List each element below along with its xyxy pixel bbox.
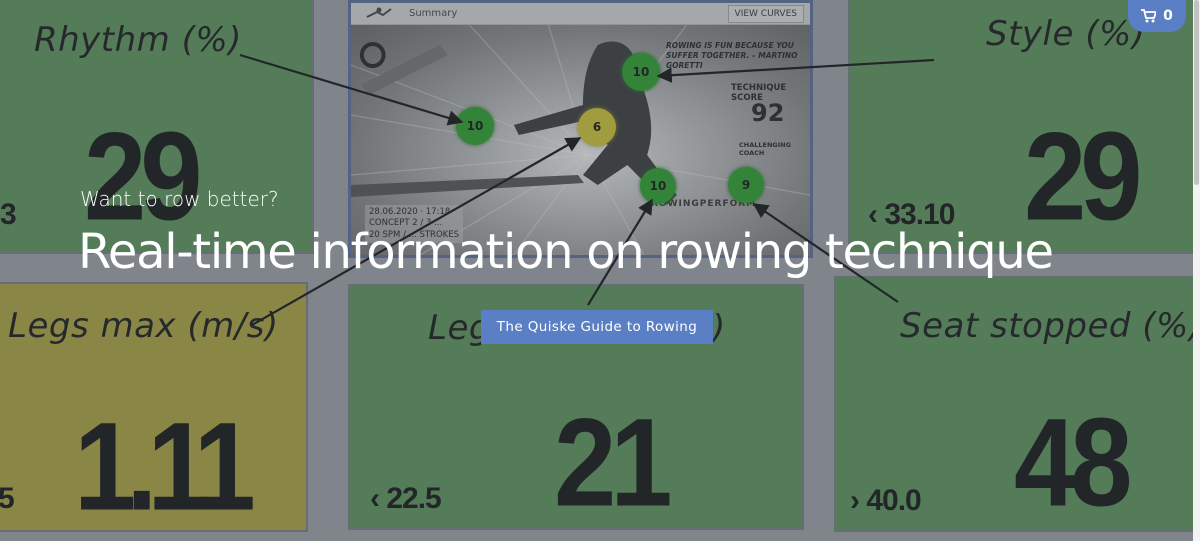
view-curves-button[interactable]: VIEW CURVES — [727, 5, 804, 23]
technique-score-value: 92 — [751, 99, 785, 127]
legs-center-tile-sub: ‹ 22.5 — [370, 482, 442, 515]
technique-dot-seat: 9 — [728, 167, 764, 203]
shopping-cart-icon — [1141, 9, 1157, 23]
rhythm-tile-sub: 3 — [0, 198, 17, 231]
hero-tagline: Want to row better? — [80, 187, 279, 211]
rower-logo-icon — [365, 6, 393, 21]
hero-headline: Real-time information on rowing techniqu… — [78, 224, 1054, 280]
style-tile-title: Style (%) — [986, 14, 1146, 54]
technique-dot-legs-max: 6 — [578, 108, 616, 146]
coach-label: CHALLENGING COACH — [739, 141, 791, 157]
legs-center-tile-value: 21 — [554, 392, 673, 533]
legs-max-tile: Legs max (m/s) 1.11 5 — [0, 282, 308, 532]
legs-max-tile-value: 1.11 — [74, 396, 256, 537]
app-quote: ROWING IS FUN BECAUSE YOU SUFFER TOGETHE… — [666, 41, 798, 70]
legs-center-tile-title: Leg — [428, 308, 491, 348]
legs-max-tile-title: Legs max (m/s) — [8, 306, 279, 346]
seat-stopped-tile-title: Seat stopped (%) — [900, 306, 1200, 346]
app-header: Summary VIEW CURVES — [351, 3, 810, 25]
style-tile-sub: ‹ 33.10 — [868, 198, 955, 231]
style-tile: Style (%) 29 ‹ 33.10 — [848, 0, 1200, 254]
app-screenshot: Summary VIEW CURVES ROWING IS FUN BECAUS… — [348, 0, 813, 258]
rhythm-tile-title: Rhythm (%) — [34, 20, 242, 60]
legs-max-tile-sub: 5 — [0, 482, 15, 515]
rhythm-tile: Rhythm (%) 29 3 — [0, 0, 314, 254]
session-date: 28.06.2020 · 17:18 — [369, 207, 451, 217]
technique-score-label: TECHNIQUE SCORE — [731, 83, 787, 103]
session-strokes: 20 SPM / ... STROKES — [369, 229, 459, 240]
app-summary-label: Summary — [409, 8, 458, 19]
cart-count: 0 — [1163, 8, 1173, 24]
seat-stopped-tile: Seat stopped (%) 48 › 40.0 — [834, 276, 1200, 532]
style-tile-value: 29 — [1024, 106, 1143, 247]
cart-button[interactable]: 0 — [1128, 0, 1186, 32]
scrollbar-thumb[interactable] — [1194, 0, 1199, 185]
session-info: 28.06.2020 · 17:18 CONCEPT 2 / 3 ... 20 … — [365, 205, 463, 244]
session-machine: CONCEPT 2 / 3 ... — [369, 218, 443, 229]
technique-dot-style: 10 — [622, 53, 660, 91]
seat-stopped-tile-value: 48 — [1014, 392, 1133, 533]
legs-center-tile-title-end: ) — [712, 308, 726, 348]
seat-stopped-tile-sub: › 40.0 — [850, 484, 922, 517]
page-scrollbar[interactable] — [1193, 0, 1200, 541]
rhythm-tile-value: 29 — [84, 106, 203, 247]
quiske-guide-button[interactable]: The Quiske Guide to Rowing — [481, 310, 713, 344]
technique-dot-legs: 10 — [640, 168, 676, 204]
brand-watermark: ROWINGPERFORM — [651, 199, 757, 209]
